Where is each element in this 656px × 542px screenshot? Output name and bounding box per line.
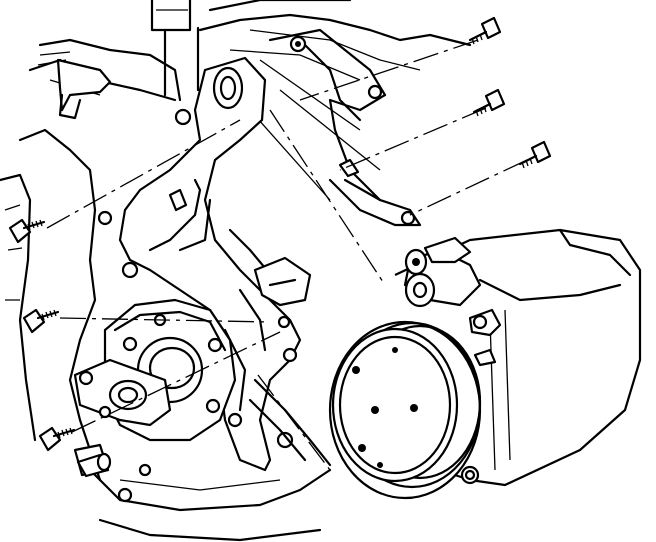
bolt-left-middle [22,308,60,334]
water-pump-hub [73,108,332,503]
bolt-left-upper [8,218,46,244]
ac-compressor [328,228,642,500]
dowel-pin [76,452,112,478]
alignment-lines [46,39,528,471]
bolt-right-middle [472,88,506,117]
bolt-right-upper [468,16,502,45]
engine-block [0,0,472,542]
bolt-left-lower [38,426,76,452]
hub-bolts [78,108,298,503]
bolt-right-lower [518,140,552,169]
mounting-bracket [118,28,422,472]
